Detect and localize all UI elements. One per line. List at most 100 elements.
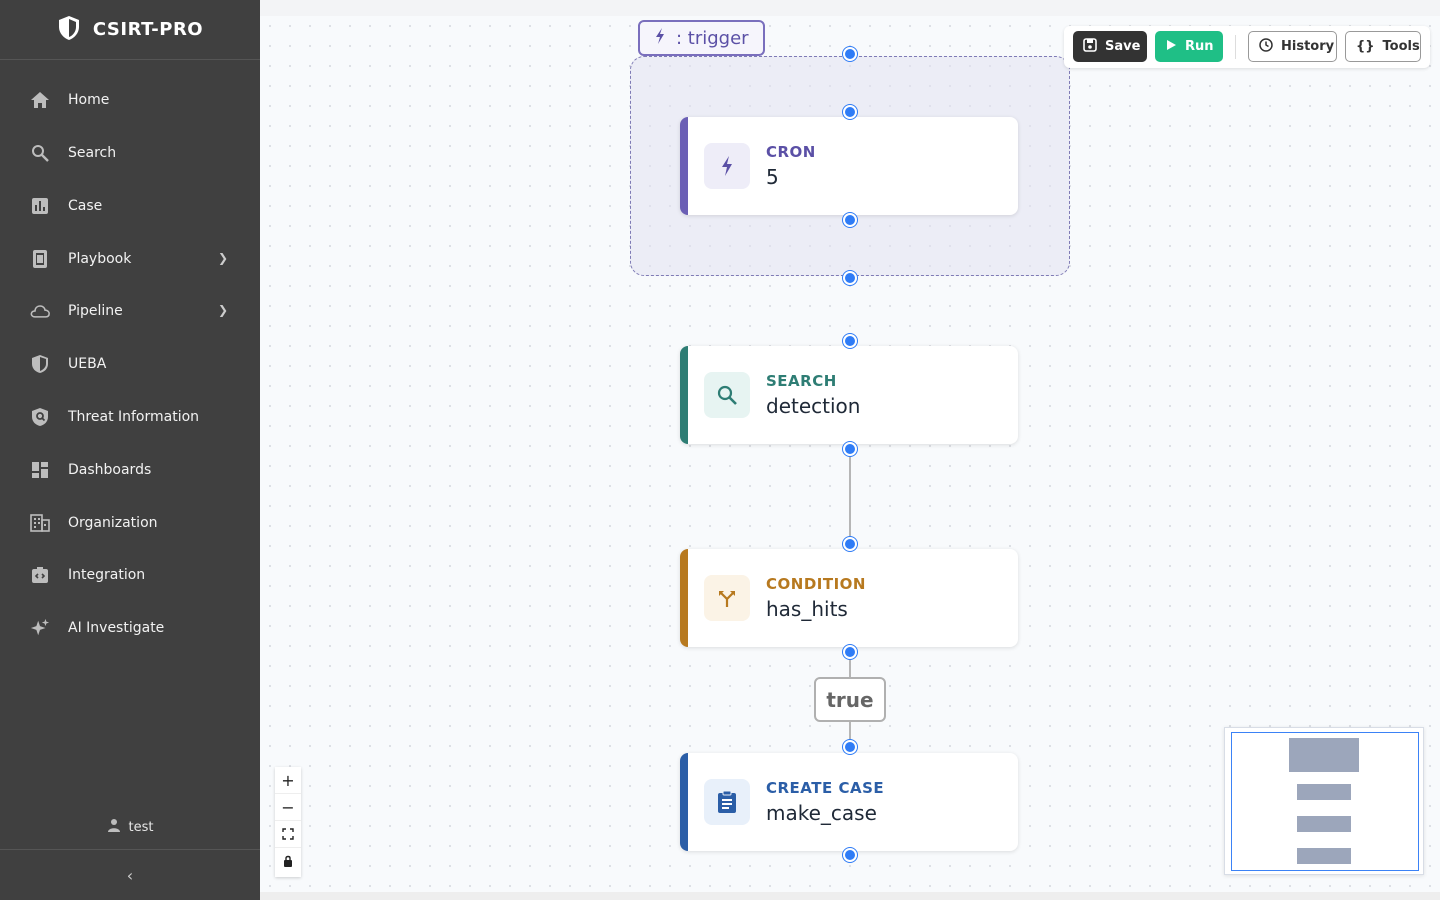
chevron-left-icon: ‹ <box>126 865 134 885</box>
node-name: make_case <box>766 801 877 825</box>
minus-icon: − <box>281 797 295 817</box>
cron-bottom-handle[interactable] <box>843 213 857 227</box>
building-icon <box>30 513 50 533</box>
sidebar-item-label: Playbook <box>68 251 132 267</box>
integration-icon <box>30 565 50 585</box>
sidebar-item-organization[interactable]: Organization <box>0 503 260 543</box>
minimap-node <box>1297 816 1351 832</box>
book-icon <box>30 249 50 269</box>
sidebar-item-label: Home <box>68 92 110 108</box>
node-cron[interactable]: CRON 5 <box>680 117 1018 215</box>
flow-toolbar: Save Run History {} Tools <box>1064 26 1430 68</box>
node-search[interactable]: SEARCH detection <box>680 346 1018 444</box>
sidebar-item-label: Dashboards <box>68 462 152 478</box>
user-profile[interactable]: test <box>0 818 260 836</box>
group-top-handle[interactable] <box>843 47 857 61</box>
collapse-sidebar-button[interactable]: ‹ <box>0 849 260 900</box>
shield-search-icon <box>30 407 50 427</box>
sidebar-item-ai-investigate[interactable]: AI Investigate <box>0 608 260 648</box>
search-top-handle[interactable] <box>843 334 857 348</box>
sidebar-item-dashboards[interactable]: Dashboards <box>0 450 260 490</box>
node-type: CRON <box>766 143 816 161</box>
clock-icon <box>1259 37 1273 56</box>
sidebar-item-label: Search <box>68 145 117 161</box>
sidebar-item-pipeline[interactable]: Pipeline ❯ <box>0 291 260 331</box>
branch-icon <box>704 575 750 621</box>
group-bottom-handle[interactable] <box>843 271 857 285</box>
user-icon <box>107 818 121 836</box>
toolbar-divider <box>1235 35 1236 59</box>
chart-icon <box>30 196 50 216</box>
node-type: SEARCH <box>766 372 837 390</box>
sidebar-item-label: Case <box>68 198 103 214</box>
condition-bottom-handle[interactable] <box>843 645 857 659</box>
sidebar-item-search[interactable]: Search <box>0 133 260 173</box>
save-button[interactable]: Save <box>1073 31 1147 62</box>
fit-view-icon <box>282 825 294 844</box>
sidebar-item-label: UEBA <box>68 356 107 372</box>
node-type: CONDITION <box>766 575 866 593</box>
node-type: CREATE CASE <box>766 779 885 797</box>
minimap-node <box>1289 738 1359 772</box>
sidebar-item-playbook[interactable]: Playbook ❯ <box>0 239 260 279</box>
zoom-out-button[interactable]: − <box>275 794 301 821</box>
minimap[interactable] <box>1224 727 1424 875</box>
sidebar-item-integration[interactable]: Integration <box>0 555 260 595</box>
zoom-controls: + − <box>275 767 301 877</box>
sparkle-icon <box>30 618 50 638</box>
edge-search-to-condition[interactable] <box>849 456 851 544</box>
sidebar-item-label: Pipeline <box>68 303 123 319</box>
cron-top-handle[interactable] <box>843 105 857 119</box>
node-name: has_hits <box>766 597 848 621</box>
search-icon <box>30 143 50 163</box>
trigger-group-label[interactable]: : trigger <box>638 20 765 56</box>
play-icon <box>1165 39 1177 55</box>
shield-logo-icon <box>57 15 81 45</box>
zoom-in-button[interactable]: + <box>275 767 301 794</box>
brand[interactable]: CSIRT-PRO <box>0 0 260 60</box>
canvas-bottom-strip <box>260 892 1440 900</box>
lock-icon <box>283 852 293 871</box>
node-create-case[interactable]: CREATE CASE make_case <box>680 753 1018 851</box>
minimap-node <box>1297 848 1351 864</box>
minimap-viewport[interactable] <box>1231 732 1419 871</box>
history-button[interactable]: History <box>1248 31 1337 62</box>
app-title: CSIRT-PRO <box>92 19 204 40</box>
home-icon <box>30 90 50 110</box>
sidebar-item-case[interactable]: Case <box>0 186 260 226</box>
create-case-bottom-handle[interactable] <box>843 848 857 862</box>
bolt-icon <box>704 143 750 189</box>
cloud-icon <box>30 301 50 321</box>
plus-icon: + <box>281 770 295 790</box>
sidebar: CSIRT-PRO Home Search Case Playbook ❯ Pi… <box>0 0 260 900</box>
sidebar-item-label: AI Investigate <box>68 620 165 636</box>
sidebar-item-home[interactable]: Home <box>0 80 260 120</box>
username: test <box>128 819 154 835</box>
sidebar-item-ueba[interactable]: UEBA <box>0 344 260 384</box>
edge-label-to-create-case[interactable] <box>849 722 851 747</box>
condition-top-handle[interactable] <box>843 537 857 551</box>
create-case-top-handle[interactable] <box>843 740 857 754</box>
fit-view-button[interactable] <box>275 821 301 848</box>
node-name: detection <box>766 394 861 418</box>
chevron-right-icon: ❯ <box>217 303 228 317</box>
edge-condition-to-label[interactable] <box>849 659 851 677</box>
edge-label-true[interactable]: true <box>814 677 886 722</box>
tools-button[interactable]: {} Tools <box>1345 31 1421 62</box>
run-button[interactable]: Run <box>1155 31 1223 62</box>
chevron-right-icon: ❯ <box>217 251 228 265</box>
node-condition[interactable]: CONDITION has_hits <box>680 549 1018 647</box>
minimap-node <box>1297 784 1351 800</box>
save-icon <box>1083 37 1097 56</box>
braces-icon: {} <box>1356 39 1375 54</box>
sidebar-item-label: Threat Information <box>68 409 200 425</box>
shield-icon <box>30 354 50 374</box>
sidebar-item-label: Integration <box>68 567 146 583</box>
sidebar-item-threat-information[interactable]: Threat Information <box>0 397 260 437</box>
dashboard-icon <box>30 460 50 480</box>
lock-button[interactable] <box>275 848 301 875</box>
bolt-icon <box>654 27 666 50</box>
search-icon <box>704 372 750 418</box>
search-bottom-handle[interactable] <box>843 442 857 456</box>
node-name: 5 <box>766 165 779 189</box>
